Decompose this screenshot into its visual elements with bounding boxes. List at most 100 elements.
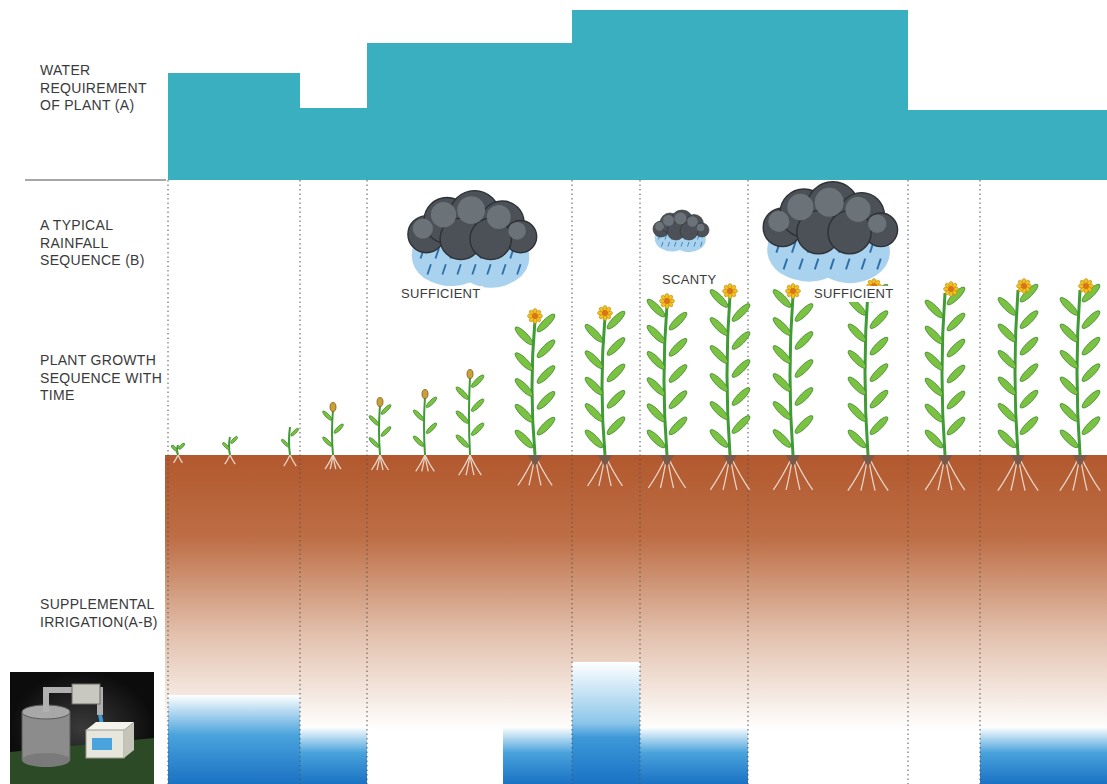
- plant-leaf: [645, 323, 667, 345]
- plant-leaf: [945, 311, 967, 333]
- plant-leaf: [412, 409, 425, 422]
- plant-root: [425, 455, 434, 471]
- pump-motor: [72, 684, 100, 704]
- plant-root: [284, 455, 290, 466]
- irrigation-bar: [980, 727, 1107, 784]
- plant-leaf: [535, 338, 557, 360]
- rain-streak: [846, 259, 850, 270]
- cloud-highlight: [674, 212, 686, 224]
- rain-cloud: [763, 182, 897, 283]
- plant-root: [470, 455, 481, 475]
- plant-bud: [467, 370, 473, 379]
- rain-streak: [662, 242, 664, 247]
- plant-stem: [229, 437, 230, 455]
- plant-leaf: [730, 385, 752, 407]
- plant-base: [786, 455, 800, 467]
- cloud-highlight: [457, 196, 485, 224]
- plant-leaf: [1018, 335, 1040, 357]
- rain-streak: [694, 242, 696, 247]
- row-label: WATER REQUIREMENT OF PLANT (A): [40, 62, 165, 115]
- plant-leaf: [1080, 415, 1102, 437]
- plant-leaf: [1058, 375, 1080, 397]
- plant-leaf: [708, 315, 730, 337]
- cloud-highlight: [787, 194, 813, 220]
- plant-root: [372, 455, 380, 470]
- plant-leaf: [333, 423, 344, 434]
- plant-leaf: [1058, 295, 1080, 317]
- rainfall-label-text: SUFFICIENT: [812, 286, 896, 302]
- plant-leaf: [667, 389, 689, 411]
- plant-leaf: [535, 364, 557, 386]
- cloud-highlight: [413, 218, 433, 238]
- plant-leaf: [425, 422, 438, 435]
- flower-center: [602, 310, 608, 316]
- plant-leaf: [1080, 282, 1102, 304]
- plant-leaf: [923, 402, 945, 424]
- rain-streak: [815, 259, 819, 270]
- plant-leaf: [455, 385, 470, 400]
- plant-leaf: [667, 362, 689, 384]
- flower-center: [532, 313, 538, 319]
- rain-streak: [877, 259, 881, 270]
- plant-leaf: [1018, 309, 1040, 331]
- plant-leaf: [923, 298, 945, 320]
- flower-center: [948, 286, 954, 292]
- plant-root: [178, 455, 182, 463]
- plant: [322, 403, 345, 470]
- plant-stem: [379, 405, 380, 455]
- plant-stem: [602, 317, 605, 455]
- plant-leaf: [222, 442, 230, 450]
- row-label: SUPPLEMENTAL IRRIGATION(A-B): [40, 596, 170, 631]
- plant-leaf: [996, 322, 1018, 344]
- rain-streak: [799, 259, 803, 270]
- plant-leaf: [923, 428, 945, 450]
- flower-center: [790, 288, 796, 294]
- plant-leaf: [1080, 309, 1102, 331]
- requirement-bar: [572, 10, 908, 180]
- rain-streak: [457, 264, 460, 274]
- plant-leaf: [645, 428, 667, 450]
- rain-cloud: [408, 191, 537, 288]
- plant-leaf: [1018, 362, 1040, 384]
- rain-streak: [502, 264, 505, 274]
- plant-leaf: [535, 415, 557, 437]
- plant-leaf: [846, 428, 868, 450]
- plant-leaf: [535, 389, 557, 411]
- plant-leaf: [322, 436, 333, 447]
- plant-leaf: [846, 401, 868, 423]
- plant-leaf: [1058, 348, 1080, 370]
- plant-leaf: [846, 375, 868, 397]
- rainfall-label-text: SUFFICIENT: [399, 286, 483, 302]
- plant-leaf: [868, 362, 890, 384]
- plant-base: [1073, 455, 1087, 467]
- plant-bud: [330, 403, 336, 412]
- divider-line: [25, 179, 166, 181]
- plant-stem: [289, 427, 290, 455]
- plant-leaf: [178, 442, 186, 450]
- plant-leaf: [455, 433, 470, 448]
- soil-band: [165, 455, 1107, 784]
- plant-leaf: [667, 336, 689, 358]
- plant-leaf: [996, 375, 1018, 397]
- plant-leaf: [645, 402, 667, 424]
- requirement-bar: [168, 73, 300, 180]
- flower-center: [727, 288, 733, 294]
- plant-leaf: [513, 376, 535, 398]
- plant: [412, 390, 438, 472]
- plant-leaf: [171, 444, 179, 452]
- plant-leaf: [583, 401, 605, 423]
- plant-leaf: [771, 343, 793, 365]
- plant-root: [225, 455, 230, 464]
- cloud-highlight: [655, 222, 664, 231]
- plant-leaf: [868, 388, 890, 410]
- plant-stem: [469, 377, 470, 455]
- plant-leaf: [583, 428, 605, 450]
- plant: [996, 279, 1040, 491]
- irrigation-bar: [572, 662, 640, 784]
- plant-leaf: [996, 295, 1018, 317]
- plant-stem: [424, 397, 425, 455]
- rain-streak: [487, 264, 490, 274]
- rain-streak: [688, 242, 690, 247]
